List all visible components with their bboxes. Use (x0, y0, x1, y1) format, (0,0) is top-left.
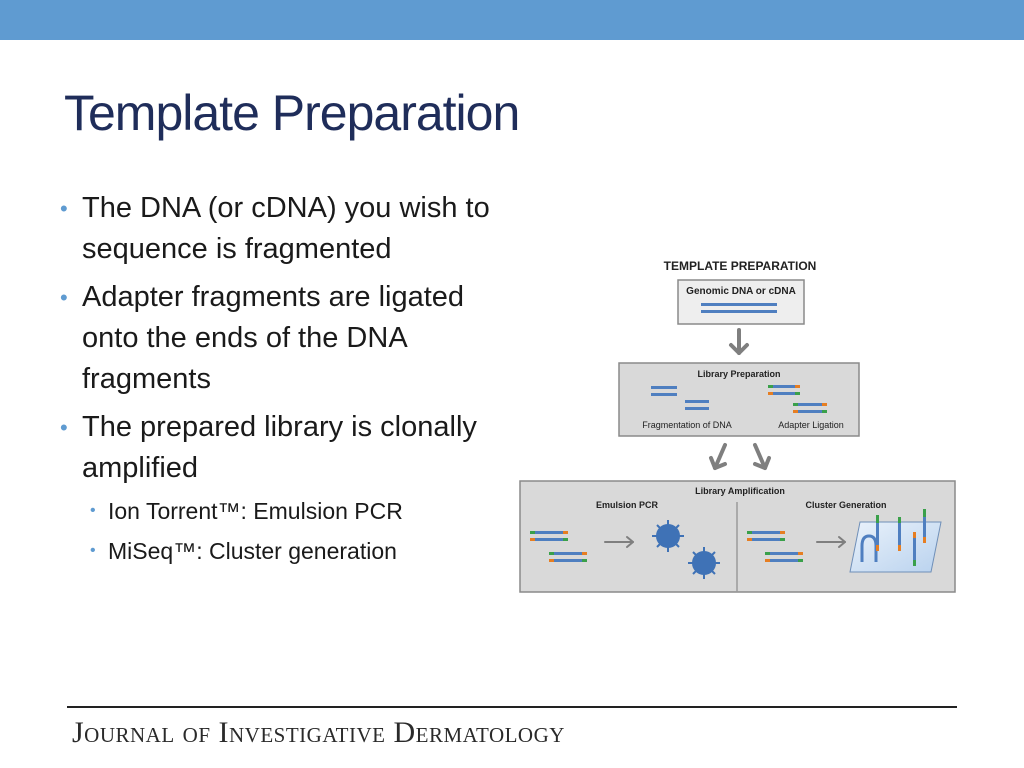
bullet-dot-icon: • (60, 285, 68, 310)
bullet-text: The prepared library is clonally amplifi… (82, 411, 477, 484)
diagram-header: TEMPLATE PREPARATION (664, 259, 817, 273)
dna-strand (701, 310, 777, 313)
bullet-text: The DNA (or cDNA) you wish to sequence i… (82, 192, 490, 265)
down-arrow-icon (729, 328, 749, 355)
emulsion-pcr-label: Emulsion PCR (596, 500, 659, 510)
sub-bullet-item: • MiSeq™: Cluster generation (90, 531, 500, 571)
right-arrow-icon (604, 536, 634, 548)
dna-fragments (651, 386, 709, 410)
cluster-fragments (747, 531, 803, 562)
library-prep-label: Library Preparation (697, 369, 780, 379)
sub-bullet-text: Ion Torrent™: Emulsion PCR (108, 498, 403, 524)
bullet-item: • The prepared library is clonally amplif… (60, 407, 500, 489)
journal-logo: Journal of Investigative Dermatology (72, 716, 565, 749)
bullet-list: • The DNA (or cDNA) you wish to sequence … (60, 188, 500, 571)
cluster-generation-label: Cluster Generation (805, 500, 886, 510)
sub-bullet-text: MiSeq™: Cluster generation (108, 538, 397, 564)
fragmentation-label: Fragmentation of DNA (642, 420, 732, 430)
library-prep-box (618, 362, 860, 437)
top-accent-band (0, 0, 1024, 40)
bridge-cluster (860, 534, 878, 562)
bullet-text: Adapter fragments are ligated onto the e… (82, 281, 465, 395)
library-amplification-label: Library Amplification (695, 486, 785, 496)
bead-icon (652, 520, 684, 552)
genomic-dna-label: Genomic DNA or cDNA (686, 286, 796, 297)
slide-title: Template Preparation (64, 85, 520, 141)
bullet-item: • Adapter fragments are ligated onto the … (60, 277, 500, 400)
sub-bullet-item: • Ion Torrent™: Emulsion PCR (90, 491, 500, 531)
cluster-strands (876, 509, 926, 566)
template-preparation-diagram: TEMPLATE PREPARATION Genomic DNA or cDNA… (519, 259, 956, 593)
right-arrow-icon (816, 536, 846, 548)
bullet-dot-icon: • (60, 196, 68, 221)
genomic-dna-box (677, 279, 805, 325)
bead-icon (688, 547, 720, 579)
bullet-dot-icon: • (60, 415, 68, 440)
emulsion-fragments (530, 531, 587, 562)
flow-cell-plate (849, 521, 942, 573)
down-arrow-icon (753, 443, 771, 470)
down-arrow-icon (709, 443, 727, 470)
bullet-dot-icon: • (90, 542, 96, 559)
bullet-dot-icon: • (90, 502, 96, 519)
bullet-item: • The DNA (or cDNA) you wish to sequence … (60, 188, 500, 270)
dna-strand (701, 303, 777, 306)
adapter-ligated-fragments (768, 385, 827, 413)
adapter-ligation-label: Adapter Ligation (778, 420, 844, 430)
footer-divider (67, 706, 957, 708)
